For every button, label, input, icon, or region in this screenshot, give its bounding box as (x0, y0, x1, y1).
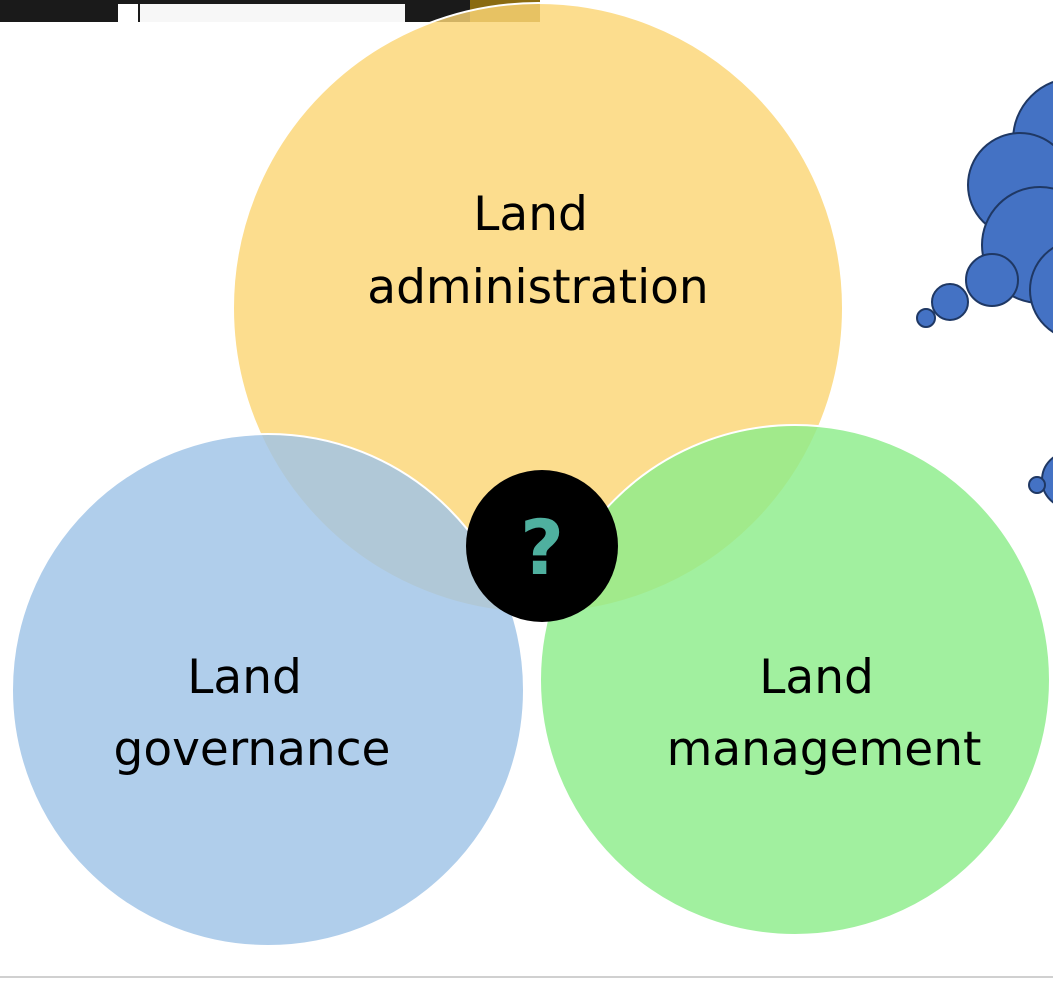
administration-label: Land administration (367, 187, 708, 315)
governance-label-line-1: Land (187, 650, 302, 705)
cloud-bubble (916, 308, 936, 328)
management-label-line-1: Land (759, 650, 874, 705)
administration-label-line-2: administration (367, 260, 708, 315)
management-label: Land management (667, 650, 982, 777)
management-circle (539, 424, 1051, 936)
question-badge-circle (466, 470, 618, 622)
cloud-bubble (1028, 476, 1046, 494)
venn-circles (11, 2, 1051, 947)
cloud-decoration (916, 80, 1053, 504)
governance-label-line-2: governance (114, 722, 391, 777)
governance-label: Land governance (114, 650, 391, 777)
cloud-puff (1029, 246, 1053, 334)
cloud-bubble (965, 253, 1019, 307)
administration-label-line-1: Land (473, 187, 588, 242)
frame-inner-panel (140, 4, 405, 22)
center-question-badge: ? (466, 470, 618, 622)
management-label-line-2: management (667, 722, 982, 777)
question-mark-icon: ? (520, 503, 564, 592)
cloud-bubble (931, 283, 969, 321)
governance-circle (11, 433, 525, 947)
frame-white-notch-left (118, 4, 138, 22)
